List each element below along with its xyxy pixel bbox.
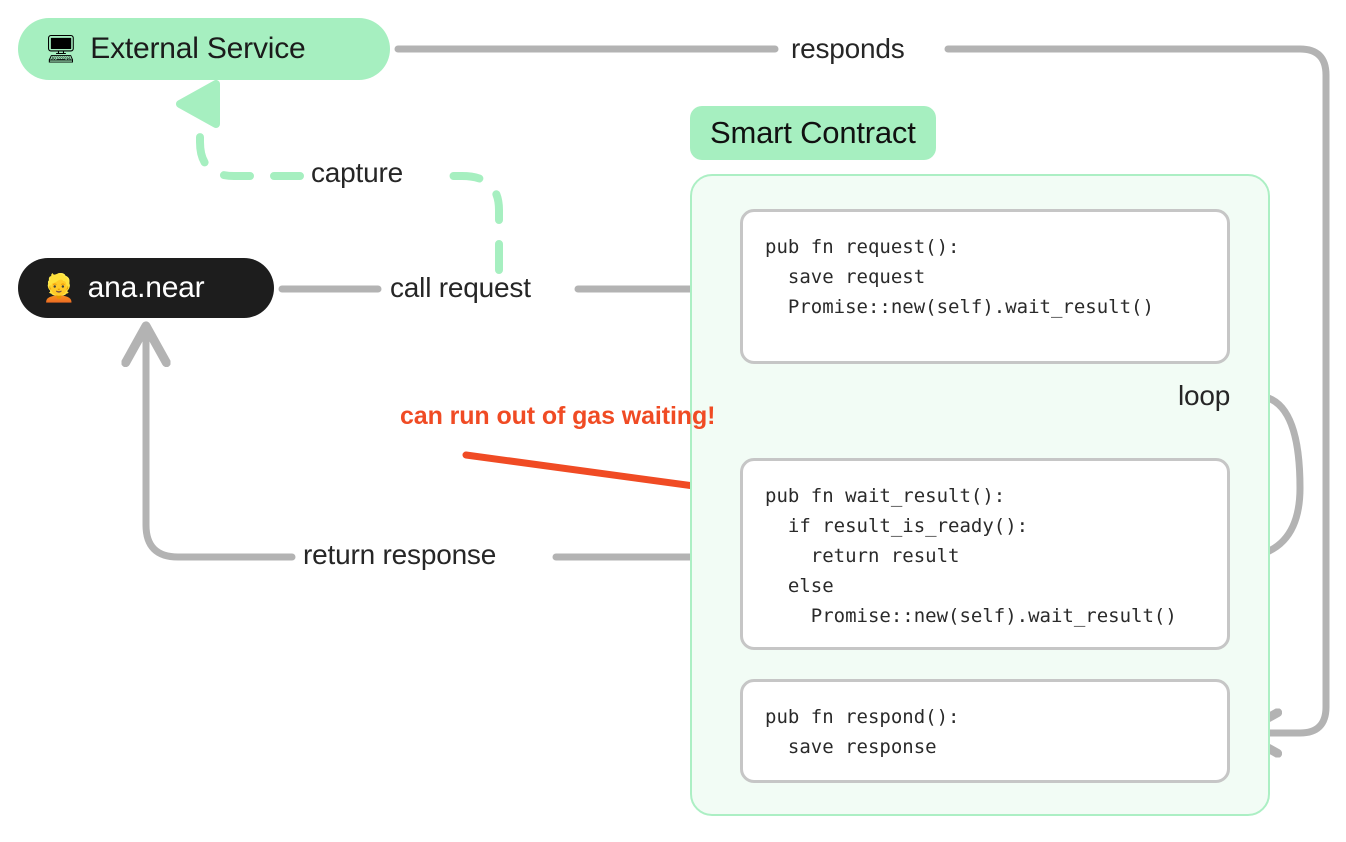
edge-label-responds: responds (791, 33, 905, 64)
code-block-wait-result: pub fn wait_result(): if result_is_ready… (740, 458, 1230, 650)
edge-return-response (146, 330, 739, 561)
node-external-service[interactable]: 🖥 External Service (18, 18, 390, 80)
desktop-computer-icon: 🖥 (44, 33, 79, 64)
code-block-respond: pub fn respond(): save response (740, 679, 1230, 783)
smart-contract-title-pill: Smart Contract (690, 106, 936, 160)
warning-annotation: can run out of gas waiting! (400, 402, 716, 430)
edge-label-call-request: call request (390, 272, 531, 303)
edge-label-capture: capture (311, 157, 403, 188)
external-service-label: External Service (90, 32, 306, 65)
code-block-request: pub fn request(): save request Promise::… (740, 209, 1230, 364)
edge-label-return-response: return response (303, 539, 497, 570)
smart-contract-label: Smart Contract (710, 115, 916, 150)
user-label: ana.near (87, 271, 205, 304)
person-icon: 👱 (42, 272, 76, 303)
edge-label-loop: loop (1178, 380, 1231, 411)
node-user-ana-near[interactable]: 👱 ana.near (18, 258, 274, 318)
